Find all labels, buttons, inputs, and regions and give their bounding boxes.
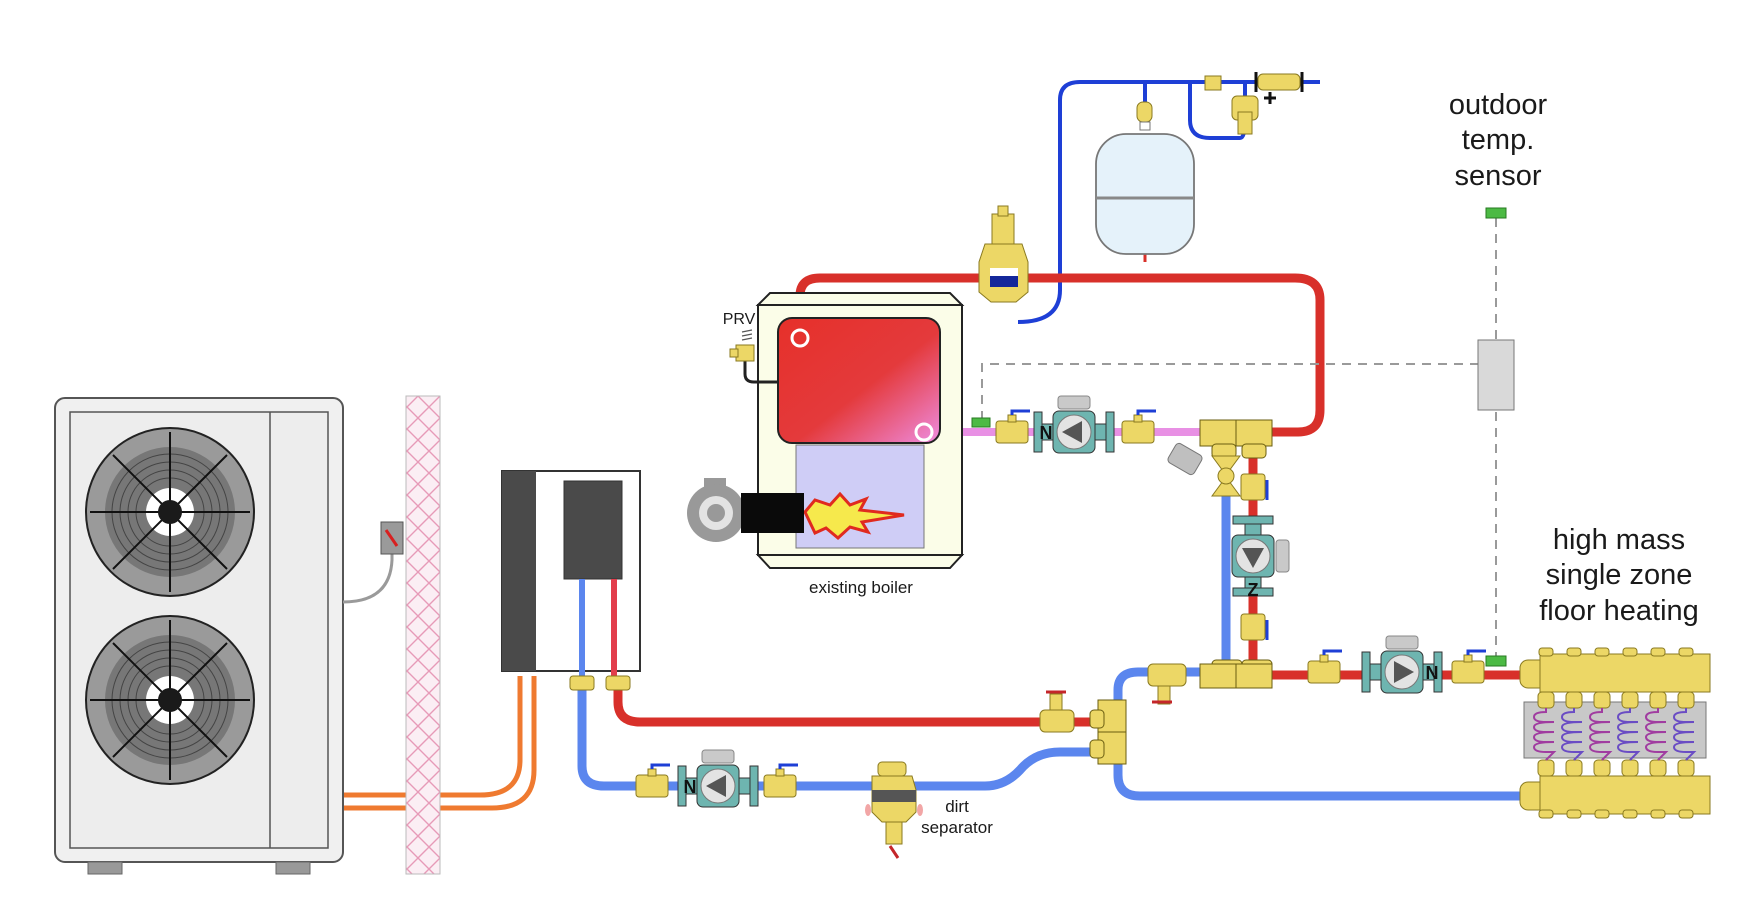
union-fitting: [569, 675, 595, 691]
supply-manifold-port: [1649, 691, 1667, 709]
fan-icon: [85, 615, 255, 785]
floor-tubing-circuit: [1560, 708, 1585, 761]
return-manifold-port: [1649, 759, 1667, 777]
isolation-valve: [1120, 409, 1158, 445]
isolation-valve: [634, 763, 672, 799]
return-manifold-port: [1677, 759, 1695, 777]
mixing-tees: [1199, 419, 1273, 459]
union-fitting: [605, 675, 631, 691]
supply-manifold-cap: [1622, 647, 1638, 657]
mixing-bottom-tees: [1199, 659, 1273, 689]
return-manifold: [1519, 775, 1711, 815]
svg-text:Z: Z: [1248, 580, 1259, 600]
return-manifold-port: [1593, 759, 1611, 777]
mixing-circulator: [1231, 473, 1290, 641]
floor-tubing-circuit: [1588, 708, 1613, 761]
oil-burner: [687, 478, 804, 542]
floor-tubing-circuit: [1532, 708, 1557, 761]
dirt-separator: [865, 761, 923, 859]
floor-tubing-circuit: [1644, 708, 1669, 761]
pressure-relief-valve: [729, 329, 778, 384]
supply-manifold-cap: [1678, 647, 1694, 657]
outdoor-temperature-sensor: [1485, 207, 1507, 219]
floor-tubing-circuits: [1532, 647, 1697, 819]
refrigerant-line-gas: [340, 676, 537, 811]
heat-exchanger: [777, 317, 941, 444]
return-manifold-cap: [1594, 809, 1610, 819]
heat-pump-circulator: N: [677, 749, 759, 808]
flame-icon: [803, 491, 905, 540]
supply-manifold-port: [1565, 691, 1583, 709]
supply-manifold-port: [1621, 691, 1639, 709]
return-manifold-cap: [1678, 809, 1694, 819]
controller: [1477, 339, 1515, 411]
floor-return-pipe: [1113, 667, 1530, 801]
prv-label: PRV: [722, 311, 756, 328]
purge-valve: [1147, 663, 1187, 705]
supply-manifold: [1519, 653, 1711, 693]
return-manifold-cap: [1538, 809, 1554, 819]
supply-manifold-port: [1593, 691, 1611, 709]
floor-sensor: [1485, 655, 1507, 667]
indoor-hydronic-unit: [501, 470, 641, 691]
return-manifold-cap: [1566, 809, 1582, 819]
supply-manifold-cap: [1538, 647, 1554, 657]
svg-text:N: N: [1426, 663, 1439, 683]
floor-tubing-circuit: [1616, 708, 1641, 761]
dirt-separator-label: dirt separator: [921, 797, 993, 837]
floor-slab: [1523, 701, 1707, 759]
heat-pump-supply-pipe: [613, 690, 1095, 727]
insulated-wall: [405, 395, 441, 875]
floor-tubing-circuit: [1672, 708, 1697, 761]
boiler-sensor: [971, 417, 991, 428]
isolation-valve: [1306, 649, 1344, 685]
make-up-water-assembly: [1204, 72, 1304, 135]
thermostatic-mixing-valve: [1167, 442, 1241, 497]
make-up-water-pipe: [1017, 80, 1320, 324]
supply-manifold-cap: [1566, 647, 1582, 657]
floor-circulator: N: [1361, 635, 1443, 694]
boiler-supply-loop: [795, 273, 1325, 437]
heat-pump-return-pipe: [577, 690, 1095, 791]
svg-text:N: N: [684, 777, 697, 797]
supply-manifold-port: [1677, 691, 1695, 709]
isolation-valve: [762, 763, 800, 799]
purge-valve: [1039, 690, 1075, 733]
supply-manifold-port: [1537, 691, 1555, 709]
existing-boiler-label: existing boiler: [809, 578, 913, 597]
return-manifold-port: [1537, 759, 1555, 777]
boiler-circulator: N: [1033, 395, 1115, 454]
return-manifold-port: [1565, 759, 1583, 777]
heat-pump-outdoor-unit: [54, 397, 344, 875]
isolation-valve: [994, 409, 1032, 445]
fan-icon: [85, 427, 255, 597]
supply-manifold-cap: [1594, 647, 1610, 657]
disconnect-switch: [342, 521, 404, 604]
supply-manifold-cap: [1650, 647, 1666, 657]
return-manifold-cap: [1622, 809, 1638, 819]
control-wire-boiler-sensor: [981, 363, 1478, 420]
refrigerant-line-liquid: [340, 676, 523, 798]
return-manifold-port: [1621, 759, 1639, 777]
outdoor-sensor-label: outdoor temp. sensor: [1448, 89, 1548, 192]
hydraulic-separator: [1089, 699, 1127, 765]
air-separator: [978, 205, 1029, 303]
return-manifold-cap: [1650, 809, 1666, 819]
floor-heating-label: high mass single zone floor heating: [1539, 524, 1699, 627]
svg-text:N: N: [1040, 423, 1053, 443]
expansion-tank: [1095, 101, 1195, 255]
isolation-valve: [1450, 649, 1488, 685]
